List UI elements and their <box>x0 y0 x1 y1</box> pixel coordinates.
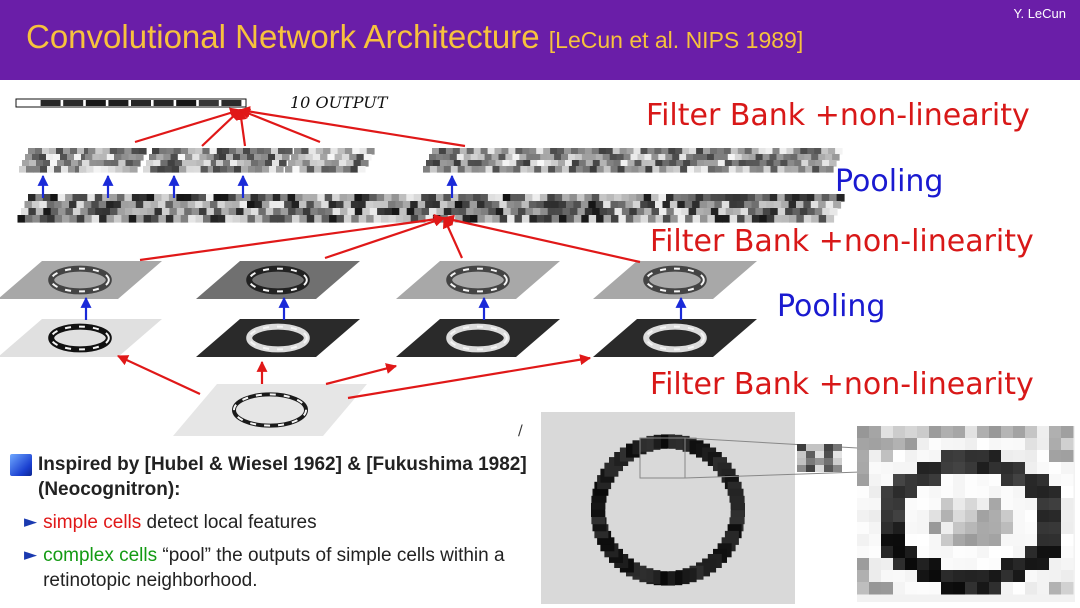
layer-label-pooling-1: Pooling <box>777 289 886 324</box>
output-unit <box>85 100 106 106</box>
main-bullet: Inspired by [Hubel & Wiesel 1962] & [Fuk… <box>10 452 530 502</box>
main-bullet-text: Inspired by [Hubel & Wiesel 1962] & [Fuk… <box>38 454 527 500</box>
pooled-map-layer2 <box>79 148 147 173</box>
pooled-map-layer2 <box>285 148 375 173</box>
connection-arrow <box>325 363 398 386</box>
title-bar: Convolutional Network Architecture [LeCu… <box>0 0 1080 80</box>
output-unit <box>40 100 61 106</box>
connection-arrow <box>442 214 641 264</box>
connection-arrow <box>324 215 446 260</box>
feature-map-layer2 <box>17 194 845 223</box>
convnet-diagram: 10 OUTPUT <box>0 93 845 436</box>
layer-label-filter-bank-3: Filter Bank +non-linearity <box>646 98 1030 133</box>
title-citation: [LeCun et al. NIPS 1989] <box>548 27 804 53</box>
sub-bullet-complex-cells: ► complex cells “pool” the outputs of si… <box>24 543 530 593</box>
output-unit <box>63 100 84 106</box>
feature-maps <box>0 98 845 436</box>
connection-arrow <box>201 109 241 147</box>
output-label: 10 OUTPUT <box>290 93 389 112</box>
arrows <box>37 106 687 400</box>
pooled-map-layer2 <box>143 148 225 173</box>
output-unit <box>176 100 197 106</box>
output-unit <box>221 100 242 106</box>
pooled-map-layer2 <box>19 148 99 173</box>
pooled-map-layer1 <box>396 261 560 299</box>
pooled-map-layer1 <box>196 261 360 299</box>
feature-map-layer1 <box>593 319 757 357</box>
pooled-map-layer1 <box>0 261 162 299</box>
connection-arrow <box>347 354 592 400</box>
complex-cells-highlight: complex cells <box>43 545 158 566</box>
connection-arrow <box>442 216 464 259</box>
output-unit <box>153 100 174 106</box>
connection-arrow <box>238 108 321 144</box>
connection-arrow <box>235 108 247 147</box>
slide-title: Convolutional Network Architecture [LeCu… <box>26 18 803 56</box>
feature-map-layer1 <box>396 319 560 357</box>
layer-label-filter-bank-2: Filter Bank +non-linearity <box>650 224 1034 259</box>
triangle-bullet-icon: ► <box>24 512 38 532</box>
output-unit <box>18 100 38 106</box>
input-image <box>173 384 367 436</box>
simple-cells-highlight: simple cells <box>43 512 142 533</box>
simple-cells-text: detect local features <box>141 512 317 533</box>
feature-map-layer1 <box>0 319 162 357</box>
layer-label-pooling-2: Pooling <box>835 164 944 199</box>
layer-label-filter-bank-1: Filter Bank +non-linearity <box>650 367 1034 402</box>
output-unit <box>131 100 151 106</box>
output-unit <box>198 100 219 106</box>
slide-title-text: Convolutional Network Architecture <box>26 18 540 55</box>
connection-arrow <box>139 213 446 262</box>
pooled-map-layer2 <box>213 148 293 173</box>
square-bullet-icon <box>10 454 32 476</box>
pooled-map-layer2 <box>423 148 843 173</box>
connection-arrow <box>238 106 466 148</box>
bullet-list: Inspired by [Hubel & Wiesel 1962] & [Fuk… <box>10 452 530 593</box>
complex-cells-text: “pool” the outputs of simple cells withi… <box>43 545 505 591</box>
pooled-map-layer1 <box>593 261 757 299</box>
author-label: Y. LeCun <box>1013 6 1066 21</box>
connection-arrow <box>134 107 242 144</box>
triangle-bullet-icon: ► <box>24 545 38 565</box>
output-unit <box>108 100 129 106</box>
feature-map-layer1 <box>196 319 360 357</box>
sub-bullet-simple-cells: ► simple cells detect local features <box>24 510 530 535</box>
connection-arrow <box>117 355 201 395</box>
